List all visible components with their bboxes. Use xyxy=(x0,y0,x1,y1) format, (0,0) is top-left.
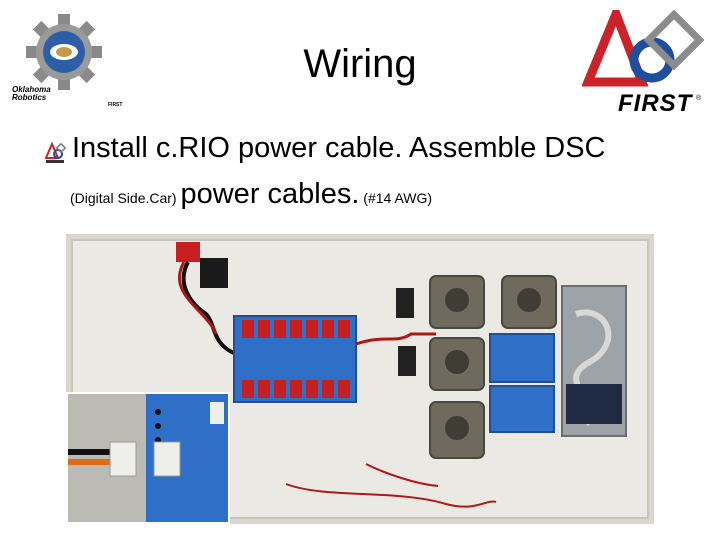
first-wordmark: FIRST xyxy=(618,90,693,117)
connector-closeup-inset xyxy=(66,392,230,524)
first-logo-shapes-icon xyxy=(581,1,705,87)
first-bullet-icon xyxy=(44,142,66,163)
bullet-line-1: Install c.RIO power cable. Assemble DSC xyxy=(72,132,606,164)
left-logo-caption: Oklahoma Robotics xyxy=(12,85,51,102)
gear-icon xyxy=(26,14,102,90)
bullet-line-2-note-a: (Digital Side.Car) xyxy=(70,190,181,206)
oklahoma-robotics-logo: Oklahoma Robotics FIRST xyxy=(8,14,122,108)
bullet-line-2: (Digital Side.Car) power cables. (#14 AW… xyxy=(70,178,432,211)
left-logo-sub: FIRST xyxy=(108,102,123,108)
first-logo: FIRST ® xyxy=(581,1,710,118)
slide-title: Wiring xyxy=(303,42,417,86)
bullet-line-2-note-b: (#14 AWG) xyxy=(359,190,433,206)
bullet-line-2-main: power cables. xyxy=(180,178,360,210)
first-trademark: ® xyxy=(696,95,702,102)
